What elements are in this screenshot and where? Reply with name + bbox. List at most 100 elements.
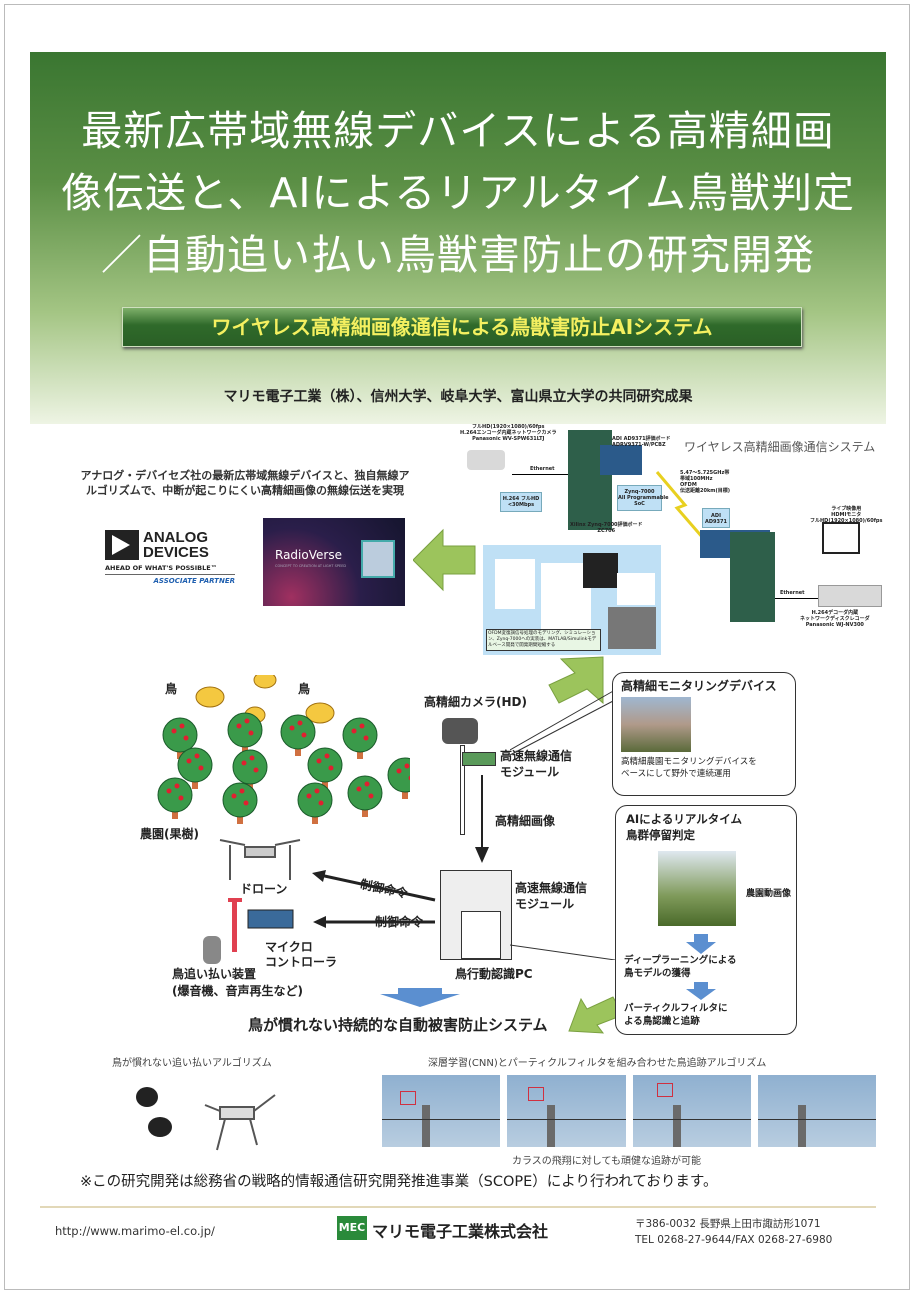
ethernet-line: [775, 598, 820, 599]
video-label: 農園動画像: [746, 889, 792, 899]
bubble-line: <30Mbps: [507, 502, 535, 508]
scarer-label: 鳥追い払い装置: [172, 967, 257, 981]
tree-icon: [342, 717, 378, 759]
tree-icon: [227, 712, 263, 754]
tree-icon: [280, 714, 316, 756]
tracking-photo: [632, 1075, 751, 1147]
bird-label: 鳥: [165, 682, 178, 696]
xilinx-label: ZC706: [597, 528, 616, 534]
intro-line: アナログ・デバイセズ社の最新広帯域無線デバイスと、独自無線ア: [80, 469, 410, 482]
adi-tagline: AHEAD OF WHAT'S POSSIBLE™: [105, 564, 235, 575]
ai-judgment-box: AIによるリアルタイム鳥群停留判定 農園動画像 ディープラーニングによる鳥モデル…: [615, 805, 797, 1035]
model-screenshot: [541, 563, 591, 631]
tree-icon: [387, 757, 410, 799]
system-title: ワイヤレス高精細画像通信システム: [684, 440, 876, 454]
tree-icon: [307, 747, 343, 789]
step1-label: ディープラーニングによる: [624, 955, 737, 966]
arrow-up-right-green-icon: [548, 656, 604, 705]
ofdm-development-panel: OFDM変復調信号処理のモデリング、シミュレーション、Zynq-7000への実装…: [483, 545, 661, 655]
adi-board-label: ADRV9371-W/PCBZ: [612, 442, 666, 448]
step1-label: 鳥モデルの獲得: [624, 968, 691, 979]
title-line: 像伝送と、AIによるリアルタイム鳥獣判定: [60, 169, 856, 217]
scare-algorithm-caption: 鳥が慣れない追い払いアルゴリズム: [112, 1058, 272, 1069]
radio-spec: 5.47〜5.725GHz帯: [680, 470, 730, 476]
ai-title: 鳥群停留判定: [626, 828, 695, 842]
wireless-lightning-icon: [655, 471, 705, 539]
arrow-left-green-icon: [413, 528, 476, 592]
bird-recognition-pc-icon: [440, 870, 512, 960]
orchard-illustration: [157, 675, 410, 824]
tree-icon: [232, 749, 268, 791]
pc-label: 鳥行動認識PC: [455, 967, 533, 981]
mec-logo: MEC: [337, 1216, 367, 1240]
poster-title: 最新広帯域無線デバイスによる高精細画 像伝送と、AIによるリアルタイム鳥獣判定 …: [30, 100, 886, 286]
tree-icon: [162, 717, 198, 759]
module-label: モジュール: [500, 765, 560, 779]
step2-label: よる鳥認識と追跡: [624, 1016, 700, 1027]
tree-icon: [177, 747, 213, 789]
radioverse-image: RadioVerse CONCEPT TO CREATION AT LIGHT …: [263, 518, 405, 606]
recorder-spec: Panasonic WJ-NV300: [805, 622, 864, 628]
tracking-photo: [382, 1075, 501, 1147]
hd-camera-icon: [442, 718, 478, 744]
monitor-spec: HDMIモニタ: [831, 512, 862, 518]
intro-line: ルゴリズムで、中断が起こりにくい高精細画像の無線伝送を実現: [85, 484, 405, 497]
monitor-spec: ライブ映像用: [831, 506, 862, 512]
bubble-line: SoC: [634, 501, 645, 507]
ethernet-line: [512, 474, 572, 475]
drone-icon: [219, 839, 301, 880]
camera-label: 高精細カメラ(HD): [424, 695, 527, 709]
constellation-screenshot: [583, 553, 618, 588]
adi-partner: ASSOCIATE PARTNER: [153, 577, 235, 585]
analog-devices-logo: ANALOG DEVICES AHEAD OF WHAT'S POSSIBLE™…: [105, 530, 235, 585]
company-name: マリモ電子工業株式会社: [372, 1222, 549, 1241]
company-address: 〒386-0032 長野県上田市諏訪形1071: [635, 1218, 821, 1230]
camera-spec: Panasonic WV-SPW631LTJ: [472, 436, 545, 442]
plot-screenshot: [617, 573, 655, 605]
website-link[interactable]: http://www.marimo-el.co.jp/: [55, 1224, 215, 1238]
system-summary: 鳥が慣れない持続的な自動被害防止システム: [248, 1016, 548, 1034]
receiver-xilinx-board: [730, 532, 775, 622]
bubble-line: Zynq-7000: [624, 489, 655, 495]
connector-lines: [510, 689, 616, 960]
monitoring-device-box: 高精細モニタリングデバイス 高精細農園モニタリングデバイスをベースにして野外で連…: [612, 672, 796, 796]
footer-divider: [40, 1206, 876, 1208]
subtitle-banner: ワイヤレス高精細画像通信による鳥獣害防止AIシステム: [122, 307, 802, 347]
adi-line1: ANALOG: [143, 529, 208, 546]
adi-board-image: [600, 445, 642, 475]
disk-recorder-image: [818, 585, 882, 607]
bubble-line: AD9371: [705, 519, 727, 525]
drone-label: ドローン: [240, 882, 288, 896]
radio-spec: 伝送距離20km(目標): [680, 488, 731, 494]
radioverse-name: RadioVerse: [275, 548, 342, 562]
monitoring-desc: ベースにして野外で連続運用: [621, 769, 731, 779]
adi-line2: DEVICES: [143, 544, 209, 561]
arrow-down-blue-icon: [380, 988, 460, 1007]
simulink-screenshot: [495, 559, 535, 609]
orchard-label: 農園(果樹): [140, 827, 199, 841]
tracking-result-caption: カラスの飛翔に対しても頑健な追跡が可能: [512, 1156, 701, 1167]
drone-scaring-birds-illustration: [136, 1087, 276, 1151]
recorder-spec: ネットワークディスクレコーダ: [800, 616, 870, 622]
page-frame: [4, 4, 910, 1290]
module-label: 高速無線通信: [515, 881, 588, 895]
bubble-line: All Programmable: [618, 495, 669, 501]
monitoring-title: 高精細モニタリングデバイス: [621, 679, 777, 693]
camera-spec: フルHD(1920×1080)/60fps: [472, 424, 545, 430]
radio-spec: 帯域100MHz: [680, 476, 713, 482]
monitoring-device-photo: [621, 697, 691, 752]
funding-note: ※この研究開発は総務省の戦略的情報通信研究開発推進事業（SCOPE）により行われ…: [80, 1174, 718, 1190]
intro-text: アナログ・デバイセズ社の最新広帯域無線デバイスと、独自無線ア ルゴリズムで、中断…: [50, 468, 440, 498]
title-line: 最新広帯域無線デバイスによる高精細画: [81, 107, 835, 155]
arrow-down-blue-icon: [686, 934, 716, 954]
header-background: [30, 52, 886, 424]
monitoring-desc: 高精細農園モニタリングデバイスを: [621, 757, 757, 767]
adi-triangle-icon: [105, 530, 139, 560]
wireless-module-icon: [462, 752, 496, 766]
adi-board-label: ADI AD9371評価ボード: [612, 436, 671, 442]
hdmi-monitor-image: [822, 522, 860, 554]
chip-image: [361, 540, 395, 578]
tracking-algorithm-caption: 深層学習(CNN)とパーティクルフィルタを組み合わせた鳥追跡アルゴリズム: [428, 1058, 767, 1069]
